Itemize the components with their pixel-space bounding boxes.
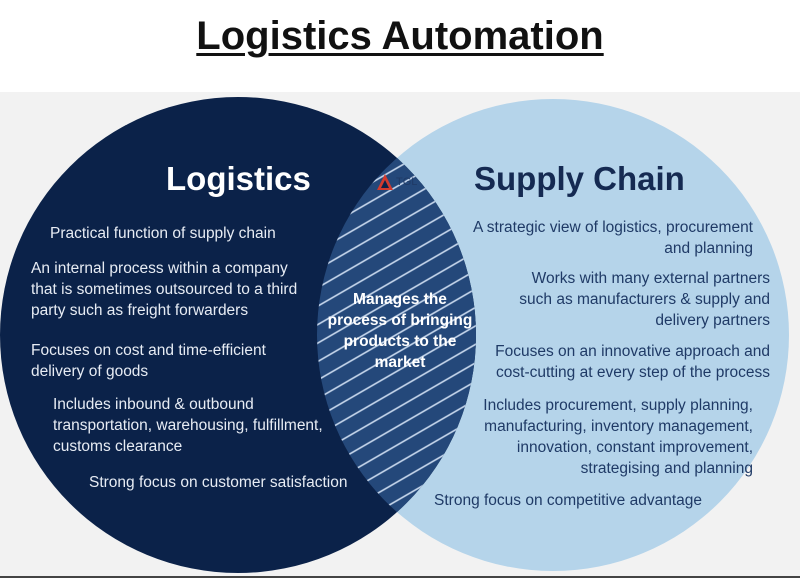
supply-chain-point-2: Works with many external partners such a… xyxy=(519,270,770,329)
supply-chain-point-4: Includes procurement, supply planning, m… xyxy=(483,397,753,477)
page-title: Logistics Automation xyxy=(196,14,604,58)
tgl-triangle-icon xyxy=(377,174,393,190)
tgl-logo-text: TGL xyxy=(396,176,418,188)
logistics-point-1: Practical function of supply chain xyxy=(50,225,276,242)
overlap-region xyxy=(317,99,476,571)
bottom-border xyxy=(0,576,800,578)
logistics-point-3: Focuses on cost and time-efficient deliv… xyxy=(31,342,266,380)
logistics-point-2: An internal process within a company tha… xyxy=(31,260,298,319)
supply-chain-point-3: Focuses on an innovative approach and co… xyxy=(495,343,770,381)
tgl-logo: TGL xyxy=(376,172,436,194)
overlap-text: Manages the process of bringing products… xyxy=(327,291,473,371)
logistics-point-5: Strong focus on customer satisfaction xyxy=(89,474,348,491)
logistics-heading: Logistics xyxy=(166,160,311,197)
supply-chain-point-5: Strong focus on competitive advantage xyxy=(434,492,702,509)
supply-chain-point-1: A strategic view of logistics, procureme… xyxy=(473,219,753,257)
supply-chain-heading: Supply Chain xyxy=(474,160,685,197)
logistics-point-4: Includes inbound & outbound transportati… xyxy=(53,396,323,455)
